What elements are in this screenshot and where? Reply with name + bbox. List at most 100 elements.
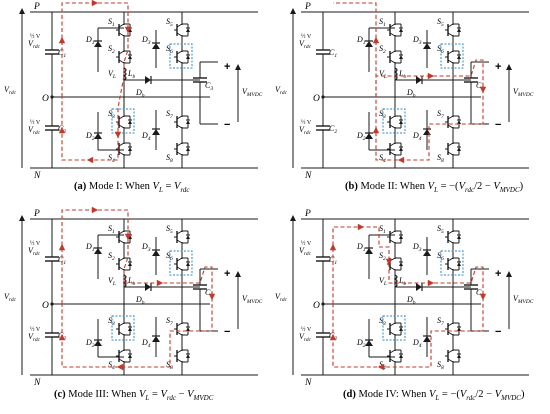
midpoint-node	[50, 95, 54, 99]
active-switch-box-s6	[440, 250, 464, 276]
midpoint-node	[321, 302, 325, 306]
switch-s6	[174, 48, 190, 66]
switch-s2-label: S2	[379, 44, 386, 55]
capacitor-c2	[45, 332, 59, 338]
inductor-voltage-label: VL	[379, 69, 387, 80]
switch-s1-label: S1	[379, 17, 386, 28]
diode-db-label: Db	[135, 295, 145, 306]
diode-d2-label: D2	[85, 338, 95, 349]
output-plus-sign: +	[495, 61, 501, 73]
switch-s8	[174, 140, 190, 158]
output-voltage-label: VMVDC	[242, 87, 263, 98]
switch-s5	[174, 228, 190, 246]
current-path	[61, 209, 213, 368]
capacitor-c2	[316, 125, 330, 131]
current-arrow-4	[114, 131, 122, 139]
diode-db-label: Db	[406, 295, 416, 306]
current-arrow-1	[329, 243, 337, 251]
switch-s7-label: S7	[166, 109, 173, 120]
diode-d2	[365, 339, 373, 346]
inductor-voltage-label: VL	[108, 276, 116, 287]
diode-d4	[423, 335, 431, 342]
rail-n-label: N	[304, 171, 312, 181]
diode-d4	[152, 128, 160, 135]
output-voltage-label: VMVDC	[513, 294, 534, 305]
caption-c: (c) Mode III: When VL = Vrdc − VMVDC	[54, 389, 214, 403]
switch-s6	[445, 48, 461, 66]
output-minus-sign: −	[224, 326, 230, 338]
current-arrow-5	[372, 36, 380, 44]
diode-d3-label: D3	[141, 35, 151, 46]
switch-s4-label: S4	[108, 153, 115, 164]
switch-s1-label: S1	[379, 224, 386, 235]
switch-s6-label: S6	[437, 251, 444, 262]
dc-link-voltage-label: Vrdc	[275, 292, 288, 303]
capacitor-c2-label: C2	[58, 331, 66, 342]
caption-a: (a) Mode I: When VL = Vrdc	[74, 181, 190, 195]
rail-p-label: P	[33, 209, 40, 219]
rail-p-label: P	[304, 2, 311, 12]
capacitor-c3	[193, 77, 207, 83]
current-arrow-6	[377, 363, 385, 371]
inductor-lb	[393, 67, 398, 81]
capacitor-c1	[45, 49, 59, 55]
diode-d2	[94, 132, 102, 139]
half-voltage-label-bottom-v: Vrdc	[299, 332, 312, 343]
capacitor-c3	[193, 284, 207, 290]
half-voltage-label-bottom: ½ V	[30, 326, 41, 333]
diode-d2-label: D2	[356, 131, 366, 142]
midpoint-label: O	[313, 94, 320, 104]
diode-db	[145, 76, 152, 84]
active-switch-box-s3	[382, 108, 406, 134]
current-arrow-3	[385, 258, 393, 266]
switch-s8-label: S8	[437, 153, 444, 164]
switch-s2	[116, 48, 132, 66]
switch-s1-label: S1	[108, 224, 115, 235]
switch-s5	[445, 228, 461, 246]
current-path	[332, 226, 484, 368]
diode-db	[416, 283, 423, 291]
diode-d1-label: D1	[356, 242, 366, 253]
inductor-voltage-label: VL	[379, 276, 387, 287]
half-voltage-label-bottom-v: Vrdc	[28, 332, 41, 343]
current-arrow-1	[372, 126, 380, 134]
diode-d4	[423, 128, 431, 135]
current-arrow-5	[479, 293, 487, 301]
inductor-label: Lb	[127, 69, 135, 80]
diode-d3	[423, 42, 431, 49]
switch-s8-label: S8	[437, 360, 444, 371]
current-arrow-7	[58, 333, 66, 341]
capacitor-c1	[45, 256, 59, 262]
diode-d4	[152, 335, 160, 342]
diode-d3	[152, 42, 160, 49]
current-path	[375, 59, 484, 161]
midpoint-label: O	[42, 301, 49, 311]
switch-s2-label: S2	[108, 251, 115, 262]
capacitor-c1-label: C1	[329, 255, 337, 266]
half-voltage-label-bottom: ½ V	[301, 326, 312, 333]
diode-d3-label: D3	[412, 35, 422, 46]
dc-link-voltage-label: Vrdc	[4, 292, 17, 303]
switch-s3-label: S3	[108, 316, 115, 327]
switch-s5-label: S5	[437, 17, 444, 28]
switch-s6-label: S6	[166, 44, 173, 55]
current-arrow-4	[397, 156, 405, 164]
capacitor-c2	[45, 125, 59, 131]
midpoint-node	[50, 302, 54, 306]
half-voltage-label-top: ½ V	[30, 240, 41, 247]
switch-s4	[116, 140, 132, 158]
switch-s1-label: S1	[108, 17, 115, 28]
switch-s5	[445, 21, 461, 39]
capacitor-c3	[464, 77, 478, 83]
switch-s3	[387, 113, 403, 131]
diode-db-label: Db	[135, 88, 145, 99]
switch-s5-label: S5	[166, 17, 173, 28]
output-voltage-label: VMVDC	[242, 294, 263, 305]
switch-s4-label: S4	[379, 153, 386, 164]
switch-s5-label: S5	[437, 224, 444, 235]
output-plus-sign: +	[224, 268, 230, 280]
capacitor-c1-label: C1	[58, 48, 66, 59]
